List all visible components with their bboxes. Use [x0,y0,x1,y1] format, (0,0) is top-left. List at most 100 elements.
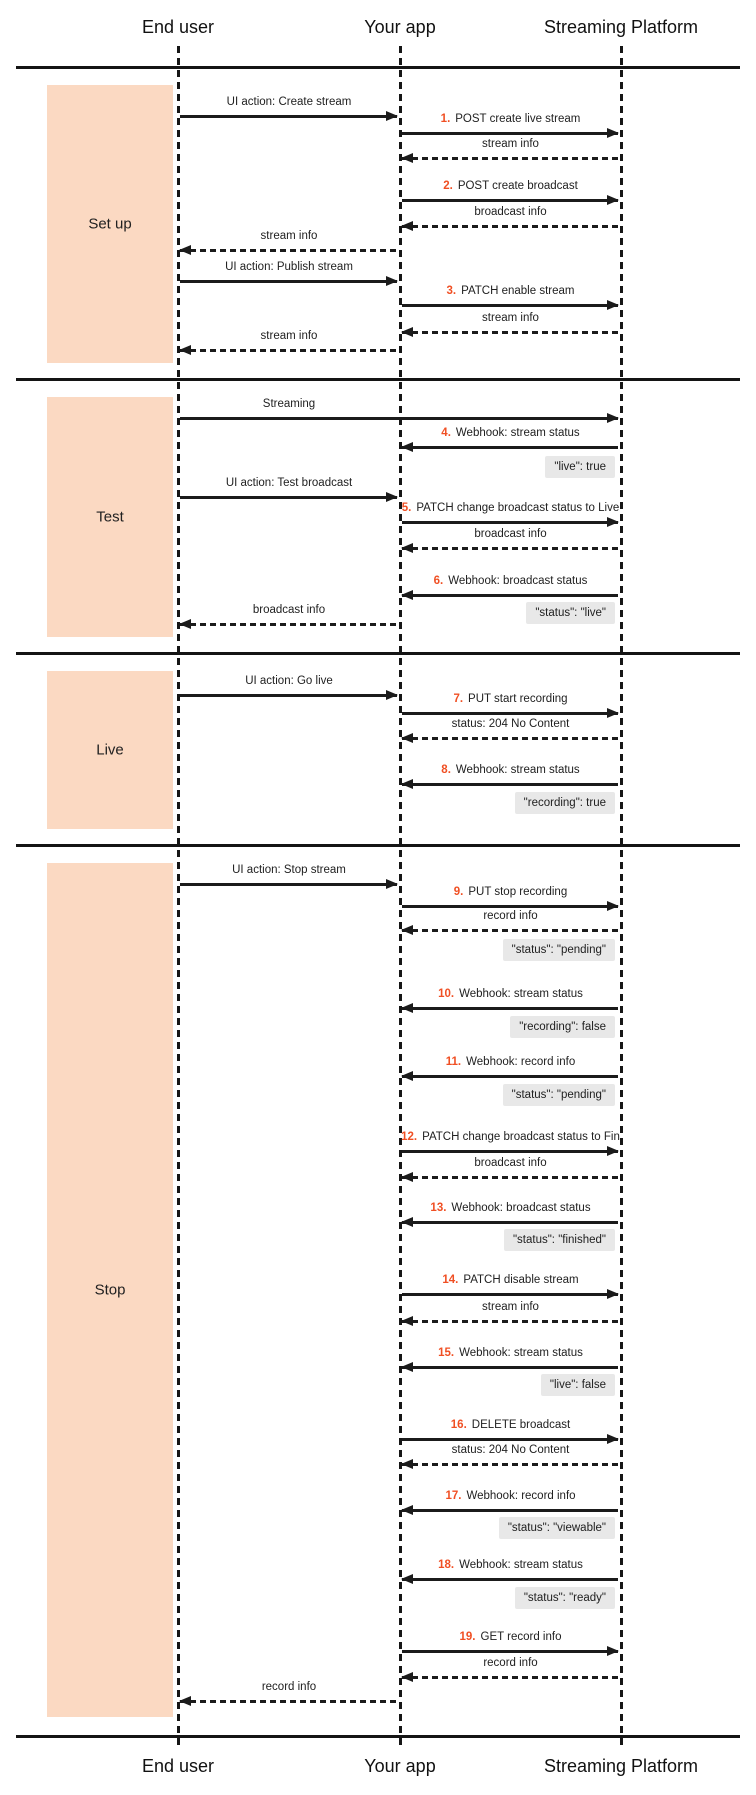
message-text: Webhook: broadcast status [451,1202,591,1214]
phase-box-stop [47,863,173,1717]
arrowhead-icon [401,326,413,337]
message-label: 11.Webhook: record info [446,1056,575,1068]
message-label: stream info [261,330,318,342]
message-number: 10. [438,988,455,1000]
arrowhead-icon [401,441,413,452]
message-number: 9. [453,886,464,898]
message-number: 19. [459,1631,476,1643]
message-number: 15. [438,1347,455,1359]
payload-badge: "status": "live" [526,602,615,624]
arrowhead-icon [401,152,413,163]
message-label: 2.POST create broadcast [443,180,578,192]
lifeline-user [177,46,180,1750]
message-arrow-call [180,883,397,886]
phase-box-live [47,671,173,829]
message-arrow-call [402,1221,618,1224]
message-text: status: 204 No Content [451,718,570,730]
arrowhead-icon [401,778,413,789]
message-text: record info [483,910,538,922]
message-label: 5.PATCH change broadcast status to Live [402,502,619,514]
message-text: PUT stop recording [468,886,568,898]
message-label: 8.Webhook: stream status [441,764,579,776]
arrowhead-icon [386,491,398,502]
arrowhead-icon [179,618,191,629]
message-label: 6. Webhook: broadcast status [434,575,588,587]
message-label: 9. PUT stop recording [454,886,567,898]
message-label: broadcast info [474,528,546,540]
message-label: status: 204 No Content [452,1444,570,1456]
message-number: 2. [443,180,453,192]
message-arrow-call [402,1150,618,1153]
message-text: Webhook: stream status [459,1559,583,1571]
message-text: GET record info [480,1631,562,1643]
message-text: Webhook: stream status [459,988,583,1000]
arrowhead-icon [401,1315,413,1326]
message-arrow-return [402,1463,618,1466]
arrowhead-icon [401,1070,413,1081]
phase-separator-2 [16,378,740,381]
actor-header-user: End user [141,17,215,37]
message-text: Webhook: broadcast status [448,575,588,587]
message-text: stream info [482,312,539,324]
payload-badge: "live": true [545,456,615,478]
message-arrow-call [402,905,618,908]
message-arrow-call [180,694,397,697]
arrowhead-icon [401,1361,413,1372]
message-label: 10. Webhook: stream status [438,988,583,1000]
message-arrow-return [180,249,397,252]
message-arrow-call [402,304,618,307]
message-text: broadcast info [474,1157,547,1169]
message-arrow-call [402,446,618,449]
message-label: broadcast info [474,1157,546,1169]
message-text: Webhook: stream status [459,1347,583,1359]
message-arrow-return [180,1700,397,1703]
message-arrow-call [402,132,618,135]
payload-badge: "status": "finished" [503,1229,615,1251]
arrowhead-icon [386,689,398,700]
message-label: status: 204 No Content [452,718,570,730]
message-arrow-call [402,199,618,202]
message-text: broadcast info [474,206,547,218]
message-label: broadcast info [253,604,325,616]
message-arrow-call [180,496,397,499]
message-label: broadcast info [474,206,546,218]
message-number: 6. [433,575,444,587]
arrowhead-icon [401,589,413,600]
arrowhead-icon [179,244,191,255]
message-label: 17.Webhook: record info [445,1490,575,1502]
message-number: 16. [450,1419,467,1431]
message-label: record info [262,1681,316,1693]
message-arrow-return [402,157,618,160]
arrowhead-icon [179,1695,191,1706]
arrowhead-icon [607,1645,619,1656]
message-label: record info [483,1657,537,1669]
message-label: UI action: Go live [245,675,333,687]
phase-separator-1 [16,66,740,69]
message-text: UI action: Go live [245,675,333,687]
message-label: 18.Webhook: stream status [438,1559,583,1571]
arrowhead-icon [607,299,619,310]
payload-badge: "recording": true [514,792,615,814]
message-arrow-return [402,331,618,334]
message-number: 8. [441,764,451,776]
message-arrow-call [402,1293,618,1296]
actor-header-app: Your app [364,17,436,37]
message-label: stream info [482,312,539,324]
message-text: stream info [260,230,318,242]
message-label: stream info [482,138,539,150]
message-text: Webhook: stream status [455,427,580,439]
message-label: 15. Webhook: stream status [438,1347,583,1359]
message-text: PATCH enable stream [461,285,575,297]
message-label: UI action: Publish stream [225,261,353,273]
message-label: stream info [261,230,318,242]
arrowhead-icon [401,1504,413,1515]
arrowhead-icon [607,707,619,718]
message-arrow-return [180,349,397,352]
message-label: 7.PUT start recording [453,693,567,705]
payload-badge: "status": "pending" [502,939,615,961]
message-text: broadcast info [474,528,547,540]
arrowhead-icon [386,275,398,286]
message-arrow-return [402,547,618,550]
message-text: stream info [482,1301,539,1313]
arrowhead-icon [607,1288,619,1299]
